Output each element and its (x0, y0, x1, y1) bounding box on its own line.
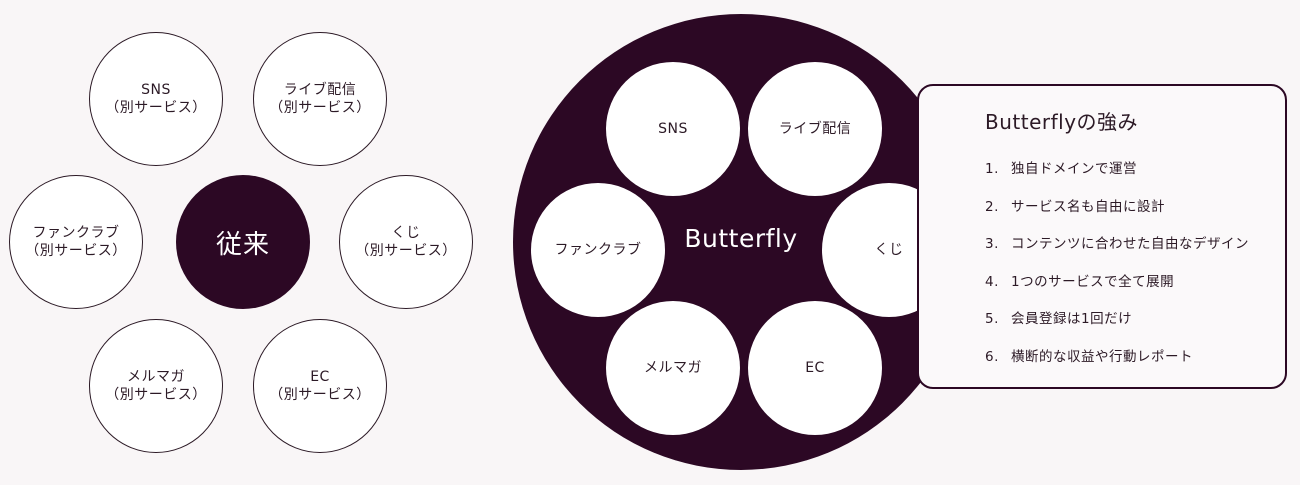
legacy-live-note: （別サービス） (269, 100, 371, 116)
strength-num: 4. (985, 273, 999, 290)
strength-text: 独自ドメインで運営 (1011, 161, 1137, 177)
strength-text: 1つのサービスで全て展開 (1011, 273, 1175, 290)
legacy-live-bubble: ライブ配信 （別サービス） (253, 32, 387, 166)
strength-text: コンテンツに合わせた自由なデザイン (1011, 236, 1249, 252)
legacy-kuji-note: （別サービス） (355, 243, 457, 259)
strength-num: 5. (985, 311, 999, 327)
legacy-mailmag-name: メルマガ (127, 369, 185, 385)
legacy-fanclub-name: ファンクラブ (32, 225, 120, 241)
butterfly-ec-bubble: EC (748, 301, 882, 435)
strength-num: 1. (985, 161, 999, 177)
strengths-list: 1. 独自ドメインで運営 2. サービス名も自由に設計 3. コンテンツに合わせた自由… (985, 160, 1249, 385)
strength-text: サービス名も自由に設計 (1011, 198, 1165, 215)
legacy-sns-note: （別サービス） (105, 100, 207, 116)
butterfly-title: Butterfly (684, 224, 798, 253)
strength-text: 会員登録は1回だけ (1011, 311, 1133, 327)
legacy-center-circle: 従来 (176, 175, 310, 309)
strength-num: 2. (985, 198, 999, 215)
strength-item: 6. 横断的な収益や行動レポート (985, 348, 1249, 386)
legacy-mailmag-bubble: メルマガ （別サービス） (89, 319, 223, 453)
butterfly-live-bubble: ライブ配信 (748, 62, 882, 196)
strength-text: 横断的な収益や行動レポート (1011, 348, 1193, 365)
strength-num: 6. (985, 348, 999, 365)
legacy-ec-name: EC (310, 369, 330, 385)
butterfly-sns-label: SNS (658, 121, 688, 137)
butterfly-kuji-label: くじ (874, 242, 904, 258)
legacy-kuji-bubble: くじ （別サービス） (339, 175, 473, 309)
legacy-ec-bubble: EC （別サービス） (253, 319, 387, 453)
legacy-kuji-name: くじ (391, 225, 421, 241)
butterfly-mailmag-label: メルマガ (644, 360, 702, 376)
strengths-title: Butterflyの強み (985, 110, 1139, 134)
legacy-live-name: ライブ配信 (283, 82, 357, 98)
strength-num: 3. (985, 236, 999, 252)
legacy-mailmag-note: （別サービス） (105, 387, 207, 403)
butterfly-fanclub-bubble: ファンクラブ (531, 183, 665, 317)
legacy-fanclub-bubble: ファンクラブ （別サービス） (9, 175, 143, 309)
strength-item: 4. 1つのサービスで全て展開 (985, 273, 1249, 311)
butterfly-fanclub-label: ファンクラブ (554, 242, 642, 258)
strength-item: 3. コンテンツに合わせた自由なデザイン (985, 235, 1249, 273)
strength-item: 2. サービス名も自由に設計 (985, 198, 1249, 236)
butterfly-mailmag-bubble: メルマガ (606, 301, 740, 435)
butterfly-ec-label: EC (805, 360, 825, 376)
strengths-panel: Butterflyの強み 1. 独自ドメインで運営 2. サービス名も自由に設計 3… (917, 84, 1287, 389)
butterfly-sns-bubble: SNS (606, 62, 740, 196)
butterfly-live-label: ライブ配信 (778, 121, 852, 137)
strength-item: 5. 会員登録は1回だけ (985, 310, 1249, 348)
legacy-ec-note: （別サービス） (269, 387, 371, 403)
legacy-fanclub-note: （別サービス） (25, 243, 127, 259)
legacy-sns-bubble: SNS （別サービス） (89, 32, 223, 166)
legacy-sns-name: SNS (141, 82, 171, 98)
strength-item: 1. 独自ドメインで運営 (985, 160, 1249, 198)
